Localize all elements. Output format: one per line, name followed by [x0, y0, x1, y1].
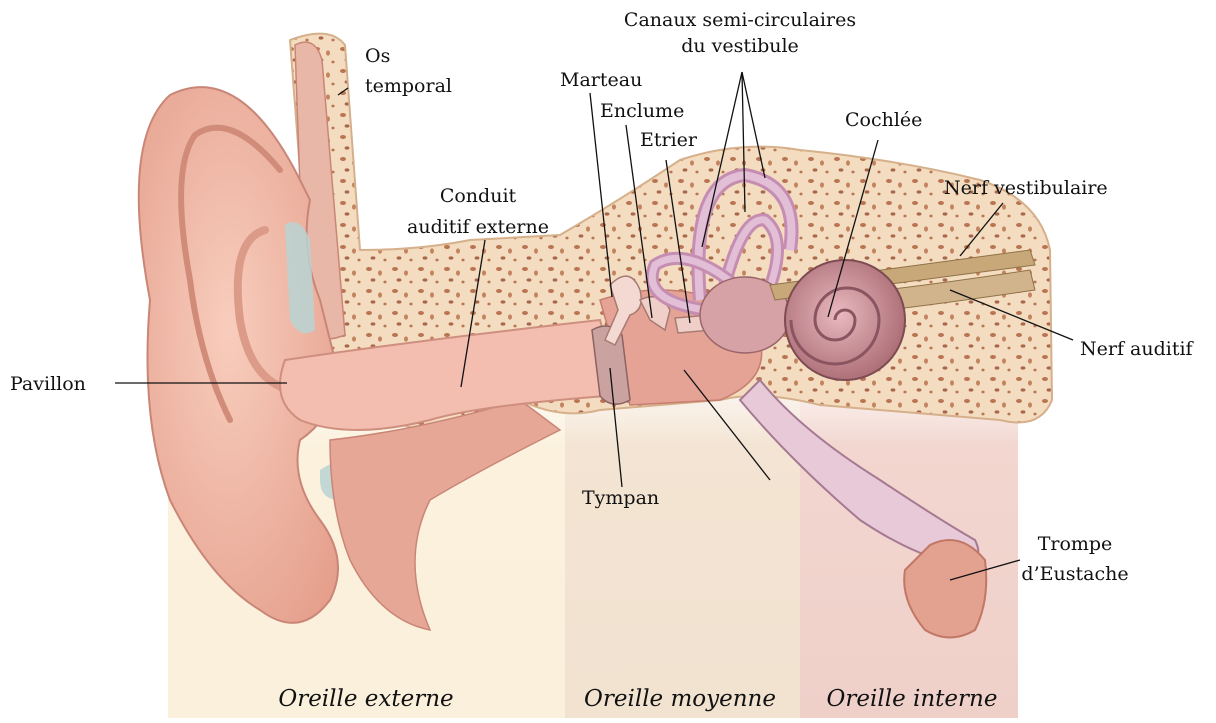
label-trompe-line2: d’Eustache: [1021, 563, 1128, 585]
label-conduit-line2: auditif externe: [407, 216, 549, 238]
label-enclume: Enclume: [600, 100, 684, 122]
label-canaux-line1: Canaux semi-circulaires: [624, 9, 856, 31]
label-trompe-line1: Trompe: [1038, 533, 1113, 555]
label-nerf-vestibulaire: Nerf vestibulaire: [944, 177, 1108, 199]
zone-label-interne: Oreille interne: [827, 686, 998, 712]
zone-label-externe: Oreille externe: [278, 686, 453, 712]
label-pavillon: Pavillon: [10, 373, 86, 395]
label-marteau: Marteau: [560, 69, 642, 91]
label-canaux-line2: du vestibule: [681, 35, 799, 57]
zone-label-moyenne: Oreille moyenne: [584, 686, 776, 712]
label-nerf-auditif: Nerf auditif: [1080, 338, 1195, 360]
label-tympan: Tympan: [582, 487, 659, 509]
label-conduit-line1: Conduit: [440, 185, 517, 207]
label-etrier: Etrier: [640, 129, 698, 151]
label-os: Os: [365, 45, 390, 67]
label-temporal: temporal: [365, 75, 452, 97]
label-cochlee: Cochlée: [845, 109, 922, 131]
